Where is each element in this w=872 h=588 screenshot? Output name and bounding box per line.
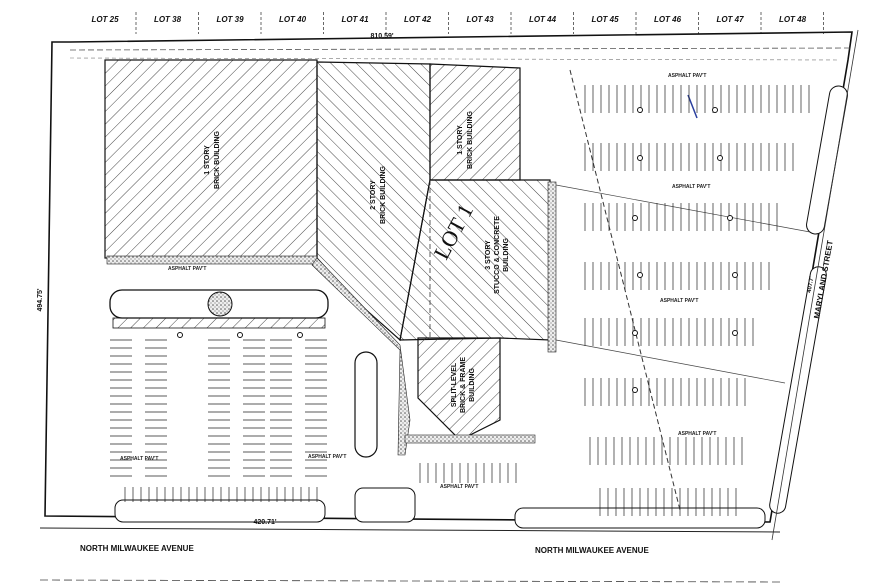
asphalt-label: ASPHALT PAV'T [308, 454, 346, 460]
building-4-label: 3 STORY STUCCO & CONCRETE BUILDING [485, 216, 510, 294]
light-pole-icon [632, 330, 638, 336]
asphalt-label: ASPHALT PAV'T [668, 73, 706, 79]
landscape-strip-east [547, 181, 557, 353]
light-pole-icon [177, 332, 183, 338]
street-curb-line [39, 527, 781, 533]
lot-label: LOT 41 [341, 15, 369, 24]
asphalt-label: ASPHALT PAV'T [168, 266, 206, 272]
street-label-milwaukee-west: NORTH MILWAUKEE AVENUE [80, 544, 194, 553]
property-boundary [44, 31, 853, 523]
building-1-label-line2: BRICK BUILDING [214, 130, 221, 188]
landscape-strip-diagonal [311, 257, 411, 456]
light-pole-icon [637, 107, 643, 113]
right-dimension: 407.7' [807, 276, 816, 294]
light-pole-icon [732, 272, 738, 278]
parking-island-middle [354, 351, 378, 458]
easement-line [555, 184, 811, 233]
landscape-strip-south [404, 434, 536, 444]
light-pole-icon [732, 330, 738, 336]
building-2-label-line1: 2 STORY [370, 180, 377, 210]
street-centerline [39, 579, 781, 583]
light-pole-icon [637, 155, 643, 161]
island-hatched-strip [112, 317, 326, 329]
north-setback-line [69, 47, 851, 51]
lot-label: LOT 40 [279, 15, 307, 24]
bottom-dimension: 420.71' [253, 519, 276, 526]
light-pole-icon [712, 107, 718, 113]
building-1-story-brick-east [429, 63, 521, 181]
street-label-milwaukee-east: NORTH MILWAUKEE AVENUE [535, 546, 649, 555]
building-4-label-line1: 3 STORY [485, 240, 492, 270]
building-1-story-brick-west [104, 59, 318, 259]
landscape-strip-north [106, 255, 318, 265]
building-5-label-line2: BRICK & FRAME [460, 357, 467, 413]
building-2-label: 2 STORY BRICK BUILDING [370, 165, 387, 223]
building-3-label: 1 STORY BRICK BUILDING [457, 110, 474, 168]
lot-label: LOT 43 [466, 15, 494, 24]
lot-label: LOT 44 [529, 15, 557, 24]
parking-island-south-2 [354, 487, 416, 523]
asphalt-label: ASPHALT PAV'T [440, 484, 478, 490]
north-setback-line-2 [69, 57, 841, 61]
building-4-label-line3: BUILDING [503, 238, 510, 272]
building-5-label: SPLIT-LEVEL BRICK & FRAME BUILDING [451, 357, 476, 413]
asphalt-label: ASPHALT PAV'T [678, 431, 716, 437]
easement-line [555, 339, 786, 384]
lot-label: LOT 45 [591, 15, 619, 24]
building-2-label-line2: BRICK BUILDING [380, 165, 387, 223]
parking-stalls [110, 85, 810, 516]
lot-label: LOT 25 [91, 15, 119, 24]
lot-label: LOT 46 [654, 15, 682, 24]
light-pole-icon [727, 215, 733, 221]
asphalt-label: ASPHALT PAV'T [672, 184, 710, 190]
lot-labels: LOT 25 LOT 38 LOT 39 LOT 40 LOT 41 LOT 42 LOT … [91, 12, 824, 34]
building-3-story-stucco [399, 179, 551, 341]
top-dimension: 810.59' [370, 33, 393, 40]
accent-mark [687, 94, 698, 119]
building-5-label-line1: SPLIT-LEVEL [451, 362, 458, 407]
tree-icon [207, 291, 233, 317]
lot-label: LOT 42 [404, 15, 432, 24]
parking-island-south-1 [114, 499, 326, 523]
lot-label: LOT 38 [154, 15, 182, 24]
asphalt-labels: ASPHALT PAV'T ASPHALT PAV'T ASPHALT PAV'T A… [120, 73, 716, 490]
building-split-level [417, 337, 501, 441]
asphalt-label: ASPHALT PAV'T [660, 298, 698, 304]
building-1-label-line1: 1 STORY [204, 145, 211, 175]
east-street-line [771, 29, 859, 541]
light-pole-icon [237, 332, 243, 338]
lot-label: LOT 48 [779, 15, 807, 24]
building-3-label-line2: BRICK BUILDING [467, 110, 474, 168]
light-pole-icon [717, 155, 723, 161]
lot-label: LOT 39 [216, 15, 244, 24]
light-pole-icon [637, 272, 643, 278]
asphalt-label: ASPHALT PAV'T [120, 456, 158, 462]
building-5-label-line3: BUILDING [469, 368, 476, 402]
light-pole-icon [632, 215, 638, 221]
building-3-label-line1: 1 STORY [457, 125, 464, 155]
lot-label: LOT 47 [716, 15, 744, 24]
building-1-label: 1 STORY BRICK BUILDING [204, 130, 221, 188]
light-pole-icon [632, 387, 638, 393]
light-pole-icon [297, 332, 303, 338]
building-4-label-line2: STUCCO & CONCRETE [494, 216, 501, 294]
left-dimension: 494.75' [37, 288, 44, 311]
